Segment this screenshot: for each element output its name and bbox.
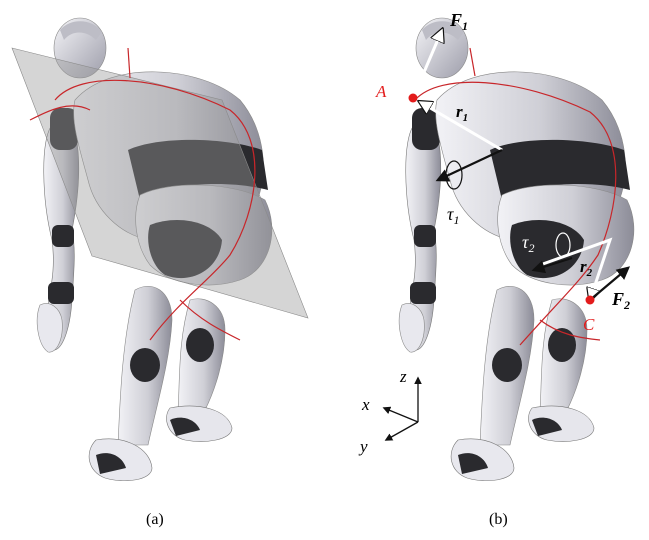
- axis-label-x: x: [361, 395, 370, 414]
- caption-panel-a: (a): [146, 511, 164, 528]
- panel-a: [11, 17, 309, 482]
- caption-panel-b: (b): [489, 511, 508, 528]
- label-r2: r2: [580, 257, 593, 279]
- axis-label-z: z: [399, 367, 407, 386]
- torque-rotation-1: [445, 160, 463, 190]
- point-c-marker: [585, 295, 595, 305]
- red-contours-a: [29, 47, 256, 341]
- coordinate-frame: [382, 376, 422, 441]
- label-tau1: τ1: [447, 204, 459, 227]
- red-contours-b: [414, 47, 617, 346]
- label-r1: r1: [456, 102, 468, 124]
- label-f1: F1: [449, 10, 468, 33]
- label-f2: F2: [611, 289, 630, 312]
- moment-arm-r1: [420, 102, 503, 152]
- label-tau2: τ2: [522, 232, 534, 255]
- torque-axis-2: [531, 256, 573, 274]
- label-point-c: C: [583, 315, 595, 334]
- point-a-marker: [408, 93, 418, 103]
- force-vector-f2: [589, 266, 631, 301]
- torque-rotation-2: [555, 232, 571, 258]
- cutting-plane: [11, 47, 309, 319]
- torque-axis-1: [435, 149, 503, 182]
- label-point-a: A: [375, 82, 387, 101]
- force-vector-f1: [411, 30, 442, 99]
- axis-label-y: y: [358, 437, 368, 456]
- panel-b: A C F1 F2 r1 r2 τ1 τ2 z x y: [358, 10, 635, 482]
